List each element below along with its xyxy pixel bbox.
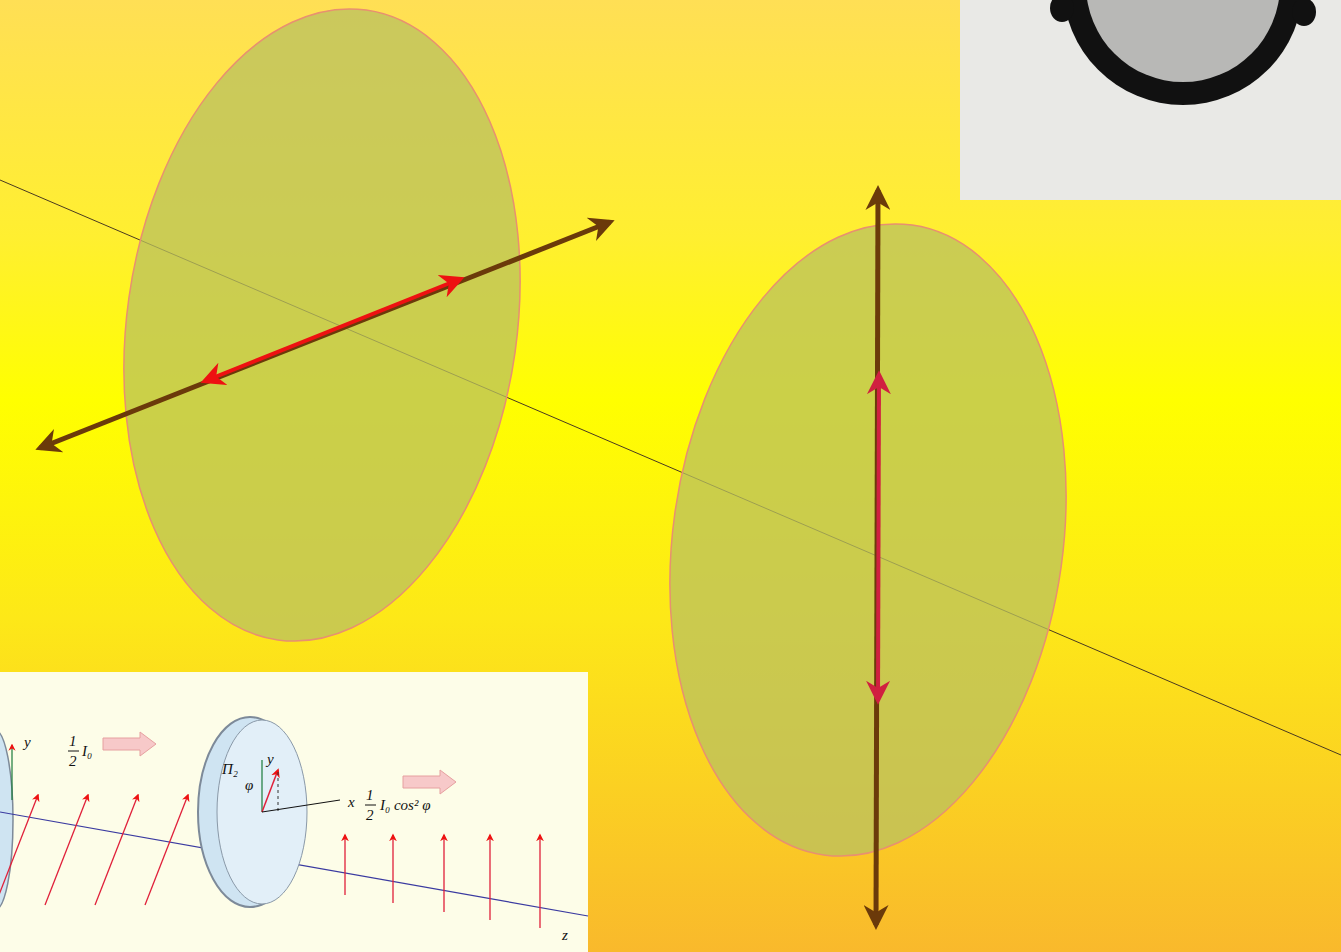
diagram-inset [0, 672, 588, 952]
fraction-part: 1 [366, 788, 374, 803]
photo-inset [960, 0, 1341, 200]
angle-label: φ [245, 778, 253, 793]
field-vector [878, 375, 879, 700]
transmission-axis [40, 222, 610, 448]
fraction-part: 2 [69, 754, 77, 769]
axis-label: y [24, 735, 31, 750]
polarizer-disk [85, 0, 560, 667]
transmission-axis [876, 190, 878, 925]
fraction-part: 2 [366, 808, 374, 823]
field-vector [205, 279, 460, 381]
polarizer-disk [631, 198, 1106, 882]
axis-label: y [267, 752, 274, 767]
intensity-label: I₀ [82, 744, 92, 759]
axis-label: z [562, 928, 568, 943]
polarizer-label: Π₂ [222, 762, 238, 777]
intensity-label: I₀ cos² φ [380, 798, 431, 813]
axis-label: x [348, 795, 355, 810]
fraction-part: 1 [69, 734, 77, 749]
